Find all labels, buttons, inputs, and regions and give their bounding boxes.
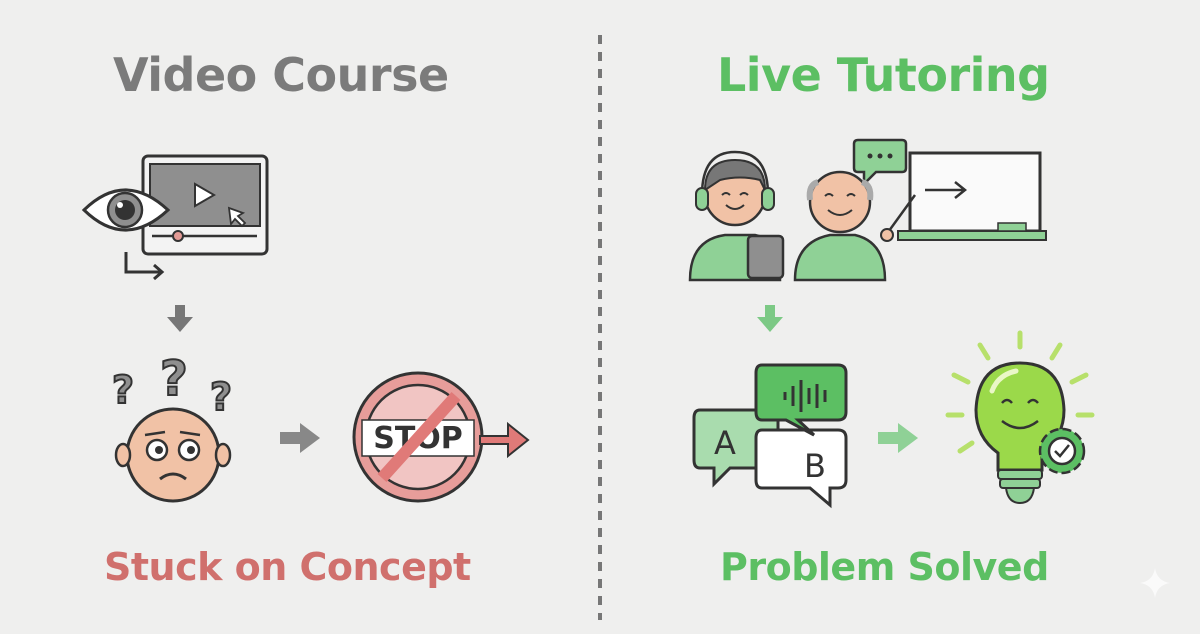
whiteboard-icon [897, 151, 1047, 241]
eye-icon [81, 188, 171, 232]
gear-check-icon [1038, 427, 1086, 475]
stop-sign-icon: STOP [352, 371, 530, 503]
svg-text:?: ? [160, 351, 188, 407]
bubble-a-label: A [714, 424, 736, 462]
arrow-right-icon [124, 252, 165, 281]
speech-bubble-icon [852, 138, 908, 188]
arrow-right-icon [280, 423, 320, 453]
confused-face-icon: ? ? ? [111, 350, 233, 503]
tutor-icon [793, 170, 917, 282]
svg-text:?: ? [112, 368, 134, 412]
chat-bubbles-icon: A B [692, 363, 848, 509]
sparkle-icon [1140, 568, 1170, 598]
tutoring-scene [688, 138, 1047, 282]
arrow-down-icon [167, 305, 193, 332]
stuck-on-concept-caption: Stuck on Concept [104, 545, 471, 589]
video-course-title: Video Course [113, 48, 449, 102]
play-icon [194, 182, 216, 208]
cursor-icon [227, 206, 247, 228]
svg-text:?: ? [210, 375, 232, 419]
arrow-right-icon [878, 423, 918, 453]
student-with-headphones-icon [688, 150, 785, 282]
video-player-icon [81, 154, 269, 281]
bubble-b-label: B [804, 447, 826, 485]
question-marks-icon: ? ? ? [111, 350, 233, 420]
lightbulb-icon [945, 330, 1095, 505]
live-tutoring-title: Live Tutoring [717, 48, 1050, 102]
arrow-down-icon [757, 305, 783, 332]
problem-solved-caption: Problem Solved [720, 545, 1049, 589]
dashed-divider [598, 35, 602, 620]
